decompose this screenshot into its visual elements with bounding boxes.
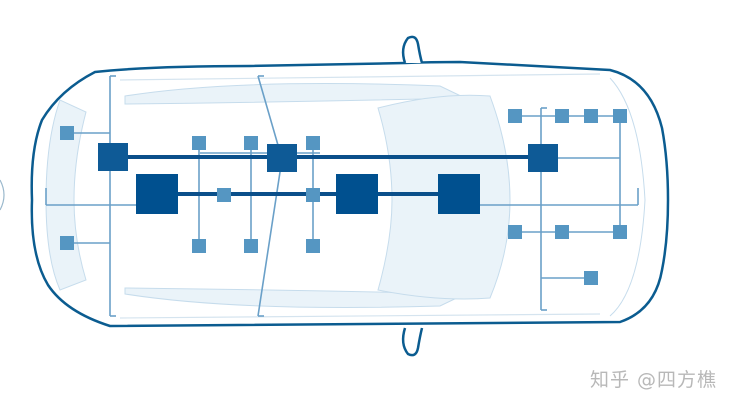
hood (609, 77, 646, 317)
ecu-node (613, 109, 627, 123)
gateway-right (528, 144, 558, 172)
ecu-node (306, 239, 320, 253)
ecu-node (306, 136, 320, 150)
ecu-node (244, 239, 258, 253)
ecu-node (508, 109, 522, 123)
ecu-node (584, 109, 598, 123)
ecu-nodes (60, 109, 627, 285)
ecu-node (192, 239, 206, 253)
mirror-bottom (401, 327, 424, 357)
ecu-node (60, 126, 74, 140)
gateway-left (98, 143, 128, 171)
domain-controller-2 (336, 174, 378, 214)
ecu-node (613, 225, 627, 239)
ecu-node (555, 109, 569, 123)
domain-controller-1 (136, 174, 178, 214)
ecu-node (217, 188, 231, 202)
ecu-node (508, 225, 522, 239)
door-line-top (119, 73, 601, 81)
ecu-node (244, 136, 258, 150)
domain-controller-3 (438, 174, 480, 214)
edge-marker-left (0, 179, 5, 211)
ecu-node (584, 271, 598, 285)
wire-diagonal-bottom (257, 158, 283, 317)
ecu-node (555, 225, 569, 239)
mirror-top (401, 35, 424, 64)
ecu-node (306, 188, 320, 202)
door-line-bottom (119, 313, 601, 319)
watermark-text: 知乎 @四方樵 (589, 369, 717, 391)
ecu-node (60, 236, 74, 250)
gateway-center (267, 144, 297, 172)
ecu-node (192, 136, 206, 150)
